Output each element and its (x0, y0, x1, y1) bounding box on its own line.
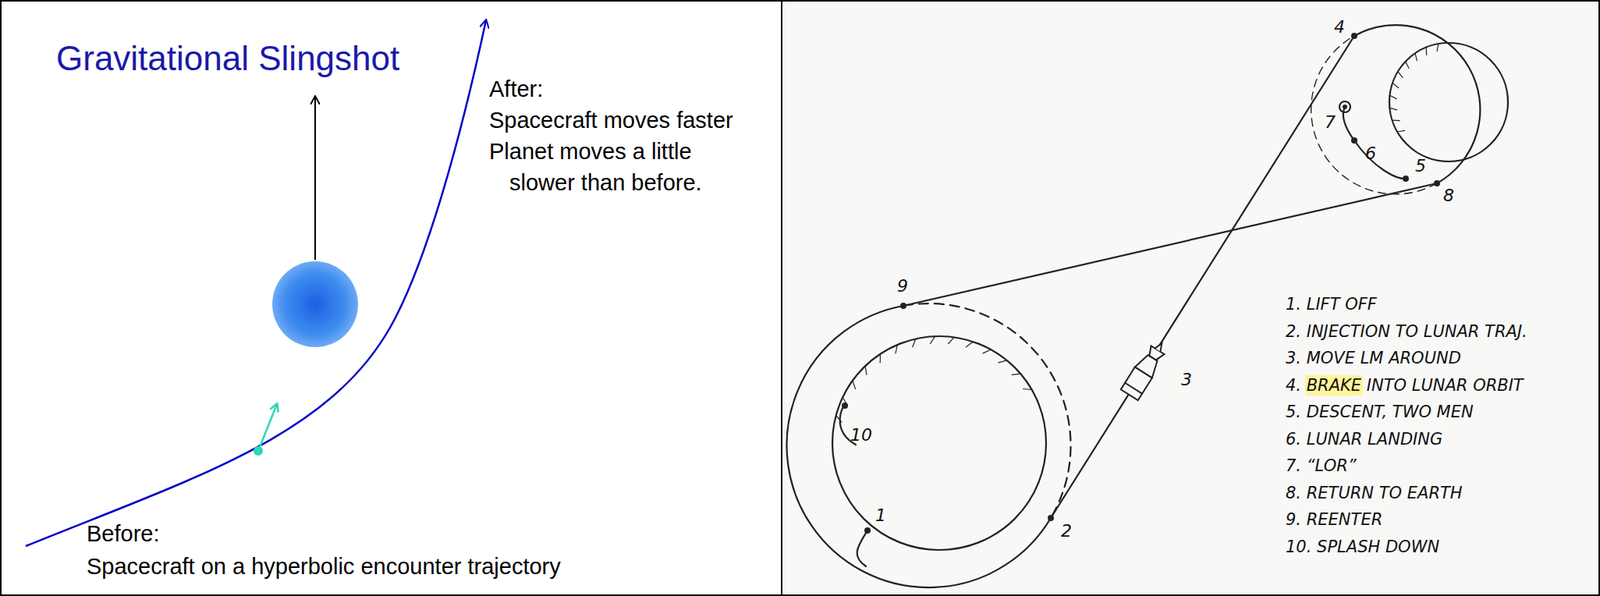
hatch-stroke (852, 380, 856, 390)
moon-hatching (1389, 43, 1438, 132)
annotation: Before: (86, 521, 160, 547)
annotation: slower than before. (509, 170, 703, 196)
callout-number: 5 (1415, 156, 1427, 176)
callout-number: 6 (1365, 143, 1377, 164)
hatch-stroke (930, 336, 936, 344)
hatch-stroke (879, 354, 882, 363)
earth-orbit-dashed (903, 303, 1072, 518)
planet-velocity-arrow (314, 96, 316, 260)
step-legend-line: 5. DESCENT, TWO MEN (1285, 402, 1474, 422)
step-legend-line: 3. MOVE LM AROUND (1285, 348, 1462, 368)
descent-path (1354, 140, 1406, 179)
hatch-stroke (1436, 43, 1439, 51)
title: Gravitational Slingshot (56, 39, 400, 79)
spacecraft-sketch (1121, 337, 1171, 401)
hyperbolic-trajectory (25, 20, 487, 547)
callout-number: 7 (1324, 112, 1336, 132)
panel-frame (781, 0, 1600, 596)
step-legend-line: 1. LIFT OFF (1285, 294, 1377, 314)
annotation: Planet moves a little (489, 138, 692, 165)
hatch-stroke (895, 344, 898, 354)
callout-number: 4 (1333, 17, 1345, 37)
return-trajectory (903, 183, 1437, 306)
annotation: Spacecraft moves faster (489, 107, 734, 134)
spacecraft-velocity-arrow (258, 404, 277, 451)
callout-number: 2 (1060, 521, 1072, 541)
rendezvous-mark (1339, 101, 1351, 113)
hatch-stroke (912, 338, 916, 347)
hatch-stroke (1392, 120, 1401, 122)
callout-number: 1 (875, 505, 887, 526)
hatch-stroke (1405, 61, 1409, 69)
hatch-stroke (948, 337, 955, 344)
step-legend-line: 9. REENTER (1285, 510, 1383, 529)
liftoff-path (857, 530, 868, 567)
lunar-orbit-dashed (1311, 35, 1437, 195)
callout-number: 9 (897, 276, 909, 296)
annotation: Spacecraft on a hyperbolic encounter tra… (86, 553, 561, 580)
hatch-stroke (965, 341, 973, 348)
hatch-stroke (982, 349, 991, 354)
earth-hatching (836, 336, 1033, 423)
step-legend-line: 6. LUNAR LANDING (1285, 429, 1443, 449)
step-legend-line: 8. RETURN TO EARTH (1285, 483, 1463, 503)
hatch-stroke (1392, 82, 1399, 88)
hatch-stroke (1397, 71, 1403, 79)
hatch-stroke (1397, 130, 1405, 132)
planet (272, 261, 359, 348)
moon (1389, 42, 1508, 162)
hatch-stroke (1023, 389, 1033, 391)
step-legend-line: 7. “LOR” (1285, 456, 1357, 476)
hatch-stroke (998, 360, 1008, 363)
callout-number: 10 (850, 425, 873, 445)
hatch-stroke (1415, 53, 1417, 61)
hatch-stroke (1390, 95, 1398, 99)
earth-orbit (787, 305, 1051, 588)
annotation: After: (489, 76, 543, 103)
spacecraft-dot (253, 446, 263, 456)
hatch-stroke (1011, 373, 1021, 375)
step-legend-line: 4. BRAKE INTO LUNAR ORBIT (1285, 376, 1524, 395)
hatch-stroke (1426, 47, 1427, 56)
earth (832, 336, 1047, 550)
panel-frame (0, 0, 782, 596)
step-legend-line: 10. SPLASH DOWN (1285, 537, 1440, 557)
callout-number: 8 (1443, 185, 1455, 206)
hatch-stroke (865, 365, 867, 375)
hatch-stroke (1389, 107, 1397, 110)
lunar-orbit (1354, 24, 1480, 184)
step-legend-line: 2. INJECTION TO LUNAR TRAJ. (1285, 322, 1528, 341)
callout-number: 3 (1181, 369, 1193, 390)
